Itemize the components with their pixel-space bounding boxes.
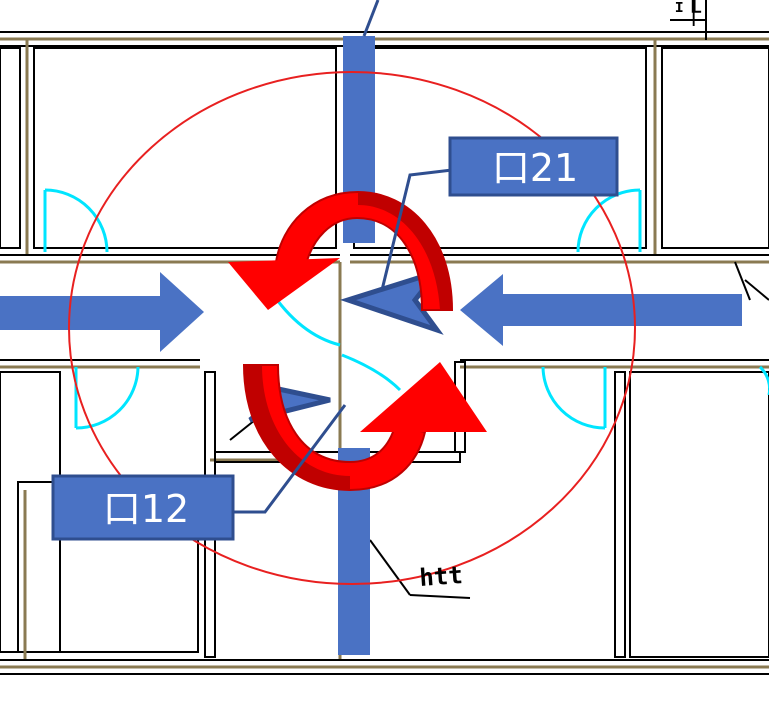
leader-lines xyxy=(232,0,453,514)
upper-rotation-arrowhead-icon xyxy=(228,258,340,310)
left-inflow-arrow xyxy=(0,272,204,352)
tag-upper: 口21 xyxy=(448,136,619,197)
floor-plan-walls xyxy=(0,0,769,675)
zone-circle xyxy=(68,71,636,585)
tag-lower-label: 口12 xyxy=(103,487,189,531)
door-swings xyxy=(43,188,769,430)
tag-lower: 口12 xyxy=(51,474,235,541)
corner-tag-label: ᴵ┞ xyxy=(672,0,701,27)
lower-rotation-arrowhead-icon xyxy=(360,362,487,432)
rotation-arrows xyxy=(228,190,487,492)
right-inflow-arrow xyxy=(460,274,742,346)
room-tag-label: htt xyxy=(418,561,463,592)
tag-upper-label: 口21 xyxy=(492,146,578,190)
